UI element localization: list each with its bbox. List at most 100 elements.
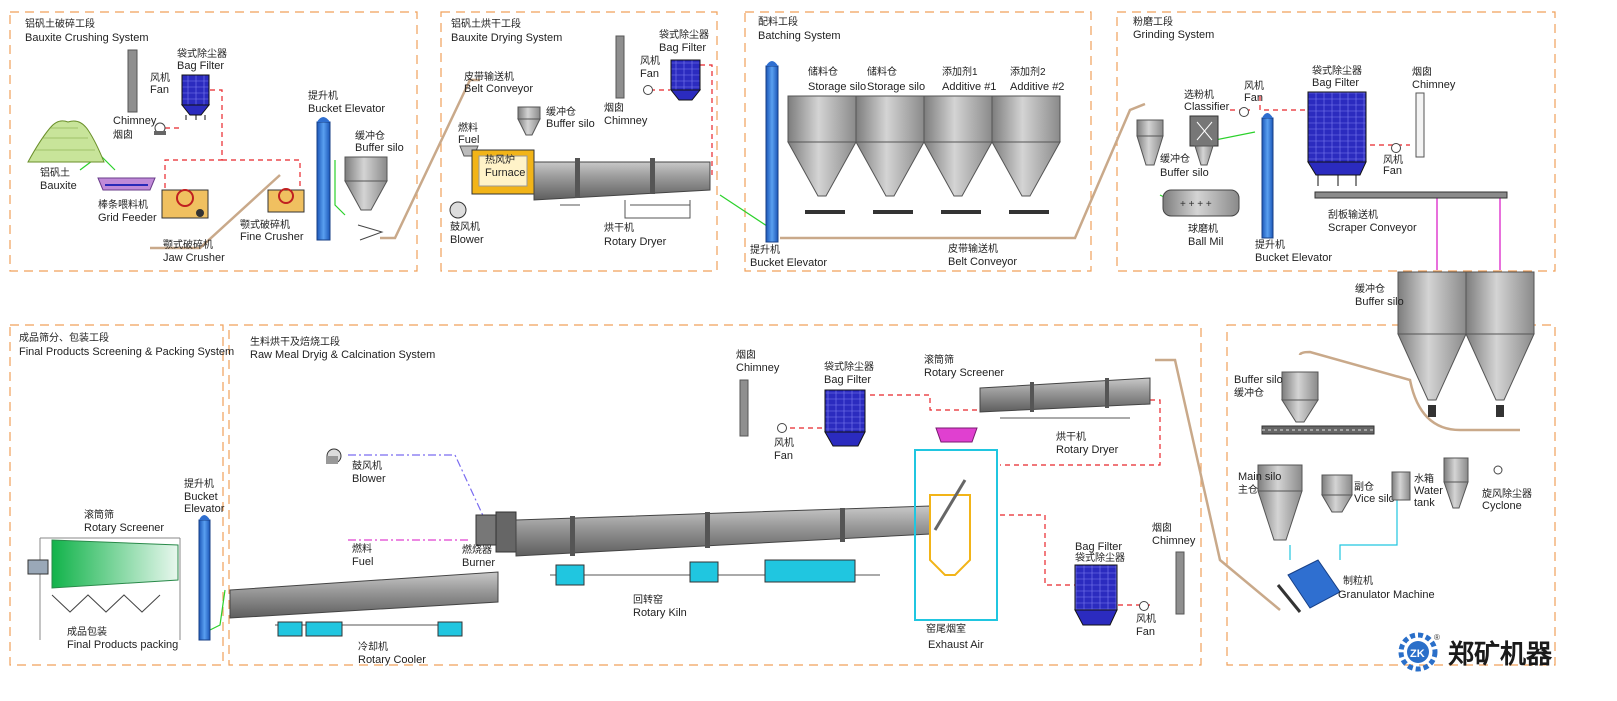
fan-2 xyxy=(643,85,653,95)
cyclone xyxy=(1443,457,1503,509)
fan-4 xyxy=(1391,143,1401,153)
final-packing-en: Final Products packing xyxy=(67,639,178,651)
bucket-elevator4-en2: Elevator xyxy=(184,503,225,515)
rotary-screener-1 xyxy=(27,537,181,640)
fan5-cn: 风机 xyxy=(774,436,794,449)
furnace xyxy=(471,149,535,195)
buffer-silo-5 xyxy=(1261,371,1375,435)
bag-filter-2 xyxy=(669,59,702,101)
bucket-elevator3-en: Bucket Elevator xyxy=(1255,252,1332,264)
ball-mill: + + + + xyxy=(1162,189,1240,217)
air-lines xyxy=(164,64,1410,606)
conveyor-lines xyxy=(150,78,1520,611)
exhaust-air-chamber xyxy=(914,449,998,621)
rotary-dryer-1 xyxy=(533,158,711,219)
burner-en: Burner xyxy=(462,557,495,569)
fan2-cn: 风机 xyxy=(640,54,660,67)
fan4-cn: 风机 xyxy=(1383,153,1403,166)
rotary-cooler-en: Rotary Cooler xyxy=(358,654,426,666)
bag-filter3-cn: 袋式除尘器 xyxy=(1312,64,1362,77)
bag-filter4-cn: 袋式除尘器 xyxy=(824,360,874,373)
title-bauxite-crushing-cn: 铝矾土破碎工段 xyxy=(25,17,95,30)
classifier-cn: 选粉机 xyxy=(1184,88,1214,101)
rotary-dryer1-en: Rotary Dryer xyxy=(604,236,667,248)
fan-6 xyxy=(1139,601,1149,611)
fuel-lines xyxy=(348,195,1501,541)
bag-filter2-en: Bag Filter xyxy=(659,42,706,54)
burner-cn: 燃烧器 xyxy=(462,543,492,556)
brand-name: 郑矿机器 xyxy=(1448,639,1553,670)
fuel2-cn: 燃料 xyxy=(352,542,372,555)
main-silo-en: Main silo xyxy=(1238,471,1281,483)
bucket-elevator4-cn: 提升机 xyxy=(184,477,214,490)
blower2-cn: 鼓风机 xyxy=(352,459,382,472)
brand-registered-mark: ® xyxy=(1434,633,1440,642)
classifier xyxy=(1189,115,1219,166)
fan-3 xyxy=(1239,107,1249,117)
bucket-elevator2-en: Bucket Elevator xyxy=(750,257,827,269)
buffer-silo2-en: Buffer silo xyxy=(546,118,595,130)
storage-silo1-cn: 储料仓 xyxy=(808,65,838,78)
fan-5 xyxy=(777,423,787,433)
additive1-en: Additive #1 xyxy=(942,81,996,93)
title-bauxite-drying-cn: 铝矾土烘干工段 xyxy=(451,17,521,30)
water-tank-en2: tank xyxy=(1414,497,1435,509)
blower-2 xyxy=(326,448,342,464)
fan6-cn: 风机 xyxy=(1136,612,1156,625)
bucket-elevator-4 xyxy=(198,515,211,641)
ball-mill-en: Ball Mil xyxy=(1188,236,1223,248)
rotary-screener1-en: Rotary Screener xyxy=(84,522,164,534)
fan4-en: Fan xyxy=(1383,165,1402,177)
title-final-products-en: Final Products Screening & Packing Syste… xyxy=(19,346,234,358)
bauxite-en: Bauxite xyxy=(40,180,77,192)
rotary-screener2-cn: 滚筒筛 xyxy=(924,353,954,366)
cyclone-en: Cyclone xyxy=(1482,500,1522,512)
vice-silo-cn: 副仓 xyxy=(1354,480,1374,493)
rotary-dryer2-cn: 烘干机 xyxy=(1056,430,1086,443)
blower2-en: Blower xyxy=(352,473,386,485)
title-grinding-cn: 粉磨工段 xyxy=(1133,15,1173,28)
bag-filter1-en: Bag Filter xyxy=(177,60,224,72)
buffer-silo-3 xyxy=(1136,119,1164,166)
fan1-en: Fan xyxy=(150,84,169,96)
fine-crusher xyxy=(267,188,305,213)
rotary-cooler xyxy=(229,571,499,637)
fan5-en: Fan xyxy=(774,450,793,462)
section-titles: 铝矾土破碎工段 Bauxite Crushing System 铝矾土烘干工段 … xyxy=(19,15,1214,361)
bauxite-pile xyxy=(27,120,105,163)
chimney4-cn: 烟囱 xyxy=(736,348,756,361)
fan-1 xyxy=(154,122,166,135)
fan6-en: Fan xyxy=(1136,626,1155,638)
fan3-cn: 风机 xyxy=(1244,79,1264,92)
bucket-elevator3-cn: 提升机 xyxy=(1255,238,1285,251)
storage-silo2-en: Storage silo xyxy=(867,81,925,93)
bag-filter-5 xyxy=(1074,564,1118,626)
belt-conveyor1-cn: 皮带输送机 xyxy=(464,70,514,83)
fuel2-en: Fuel xyxy=(352,556,373,568)
additive2-en: Additive #2 xyxy=(1010,81,1064,93)
fuel1-cn: 燃料 xyxy=(458,121,478,134)
scraper-conveyor xyxy=(1314,191,1508,199)
main-silo-cn: 主仓 xyxy=(1238,483,1258,496)
rotary-screener-2 xyxy=(935,427,978,443)
chimney5-cn: 烟囱 xyxy=(1152,521,1172,534)
grid-feeder xyxy=(97,177,156,191)
chimney2-en: Chimney xyxy=(604,115,648,127)
buffer-silo3-cn: 缓冲仓 xyxy=(1160,152,1190,165)
water-lines xyxy=(1289,490,1398,560)
chimney-3 xyxy=(1415,92,1425,158)
final-packing-cn: 成品包装 xyxy=(67,625,107,638)
chimney5-en: Chimney xyxy=(1152,535,1196,547)
buffer-silo-4 xyxy=(1397,271,1535,417)
classifier-en: Classifier xyxy=(1184,101,1230,113)
batching-silos xyxy=(787,95,1061,214)
furnace-cn: 热风炉 xyxy=(485,153,515,166)
grid-feeder-en: Grid Feeder xyxy=(98,212,157,224)
additive2-cn: 添加剂2 xyxy=(1010,65,1046,78)
title-batching-en: Batching System xyxy=(758,30,841,42)
bag-filter4-en: Bag Filter xyxy=(824,374,871,386)
buffer-silo5-cn: 缓冲仓 xyxy=(1234,386,1264,399)
bag-filter-4 xyxy=(824,389,866,447)
exhaust-air-cn: 窑尾烟室 xyxy=(926,622,966,635)
vice-silo-en: Vice silo xyxy=(1354,493,1395,505)
